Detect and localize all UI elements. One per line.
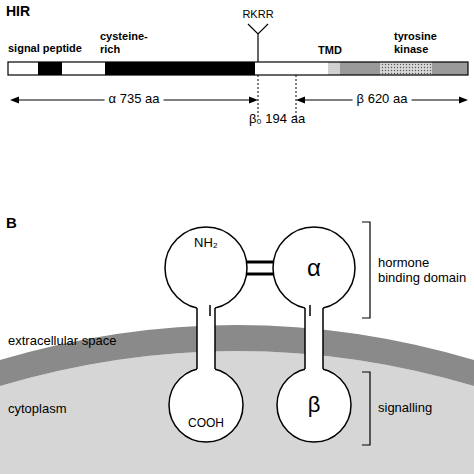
bond-line: [247, 261, 274, 264]
bracket: [362, 372, 370, 445]
domain-label: tyrosine kinase: [394, 30, 454, 55]
domain-label: TMD: [318, 44, 342, 57]
subunit-stem: [305, 306, 323, 372]
beta-subunit-bulb: β: [276, 367, 352, 443]
domain-label: signal peptide: [8, 42, 82, 55]
region-label: cytoplasm: [8, 402, 67, 417]
disulfide-tick: [309, 305, 311, 316]
bracket-label: hormone binding domain: [378, 256, 470, 286]
tyrosine-kinase-segment: [380, 62, 432, 75]
bracket-label: signalling: [378, 401, 432, 416]
cleavage-site-marker: [248, 24, 268, 62]
domain-bar: [8, 62, 468, 75]
panel-letter: B: [6, 214, 17, 231]
stem-line: [322, 308, 324, 369]
stem-fill: [305, 306, 323, 372]
length-label: α 735 aa: [105, 92, 164, 107]
arrow-head: [249, 97, 258, 104]
subunit-outline: [273, 227, 355, 309]
arrow-head: [10, 97, 19, 104]
region-label: extracellular space: [8, 334, 116, 349]
node-outline: [168, 367, 244, 443]
arrow-head: [459, 97, 468, 104]
disulfide-bond: [247, 274, 274, 275]
signal-peptide-segment: [38, 62, 62, 75]
alpha-subunit-circle: α: [272, 226, 356, 310]
disulfide-bond: [247, 262, 274, 263]
stem-line: [214, 308, 216, 369]
beta-cytoplasmic-segment: [340, 62, 468, 75]
stem-line: [304, 308, 306, 369]
domain-label: cysteine- rich: [100, 30, 162, 55]
subunit-outline: [277, 368, 351, 442]
cytoplasm-region: [0, 351, 474, 474]
panel-title: HIR: [6, 3, 30, 19]
stem-line: [196, 308, 198, 369]
cell-membrane: [0, 325, 474, 386]
stem-fill: [197, 306, 215, 372]
alpha-subunit-circle: NH₂: [164, 226, 248, 310]
subunit-label: NH₂: [164, 236, 248, 250]
arrow-head: [296, 97, 305, 104]
subunit-label: COOH: [168, 417, 244, 430]
length-label: β 620 aa: [353, 92, 412, 107]
subunit-label: β: [276, 393, 352, 417]
cleavage-site-label: RKRR: [242, 8, 273, 21]
bracket: [362, 222, 370, 318]
subunit-label: α: [272, 255, 356, 281]
beta-subunit-bulb: COOH: [168, 367, 244, 443]
tmd-segment: [328, 62, 340, 75]
domain-bar-outline: [8, 62, 468, 75]
subunit-outline: [169, 368, 243, 442]
length-label: β₀ 194 aa: [249, 112, 305, 127]
disulfide-tick: [209, 305, 211, 316]
subunit-stem: [197, 306, 215, 372]
cysteine-rich-segment: [105, 62, 255, 75]
subunit-outline: [165, 227, 247, 309]
bond-line: [247, 273, 274, 276]
